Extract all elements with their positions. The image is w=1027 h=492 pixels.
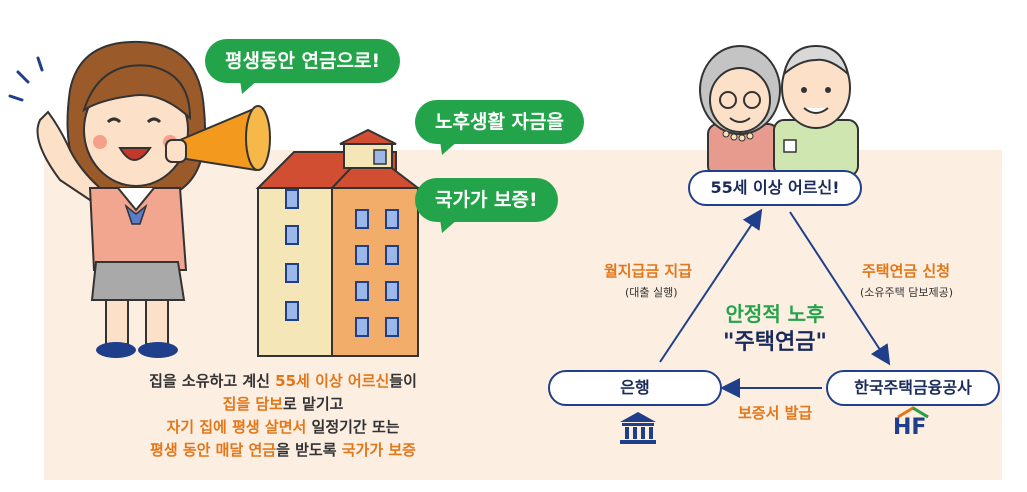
bubble-3-tail: [440, 219, 458, 233]
arrow-bank-to-seniors: [659, 208, 763, 363]
arrow-seniors-to-hf: [789, 211, 891, 366]
node-seniors-label: 55세 이상 어르신!: [710, 178, 840, 197]
desc-line-1: 집을 소유하고 계신 55세 이상 어르신들이: [149, 372, 417, 390]
edge-right-sub: (소유주택 담보제공): [860, 286, 954, 299]
center-title-1: 안정적 노후: [725, 302, 825, 326]
edge-left-sub: (대출 실행): [625, 286, 678, 299]
node-bank-label: 은행: [620, 378, 650, 397]
node-hf-corp-label: 한국주택금융공사: [854, 378, 972, 397]
node-bank: 은행: [548, 370, 722, 406]
edge-left-main: 월지급금 지급: [604, 262, 693, 280]
bank-icon: [620, 412, 656, 444]
description-text: 집을 소유하고 계신 55세 이상 어르신들이 집을 담보로 맡기고 자기 집에…: [88, 370, 478, 462]
center-title-2: "주택연금": [723, 330, 827, 355]
speech-bubble-1: 평생동안 연금으로!: [205, 39, 401, 83]
bubble-1-tail: [240, 80, 258, 94]
desc-line-4: 평생 동안 매달 연금을 받도록 국가가 보증: [150, 441, 416, 459]
hf-logo: HF: [893, 415, 927, 440]
edge-right-main: 주택연금 신청: [862, 262, 951, 280]
desc-line-2: 집을 담보로 맡기고: [222, 395, 344, 413]
bubble-2-tail: [440, 141, 458, 155]
node-seniors: 55세 이상 어르신!: [688, 170, 862, 206]
edge-bottom: 보증서 발급: [738, 404, 813, 422]
woman-illustration: [8, 40, 271, 358]
bubble-1-text: 평생동안 연금으로!: [225, 50, 381, 72]
bubble-2-text: 노후생활 자금을: [435, 111, 564, 133]
seniors-illustration: [699, 44, 859, 176]
illustration-left: [8, 40, 421, 358]
building-illustration: [255, 128, 421, 357]
desc-line-3: 자기 집에 평생 살면서 일정기간 또는: [166, 418, 400, 436]
node-hf-corp: 한국주택금융공사: [826, 370, 1000, 406]
speech-bubble-3: 국가가 보증!: [415, 178, 558, 222]
hf-logo-roof-icon: [897, 406, 929, 418]
bubble-3-text: 국가가 보증!: [435, 189, 538, 211]
speech-bubble-2: 노후생활 자금을: [415, 100, 584, 144]
